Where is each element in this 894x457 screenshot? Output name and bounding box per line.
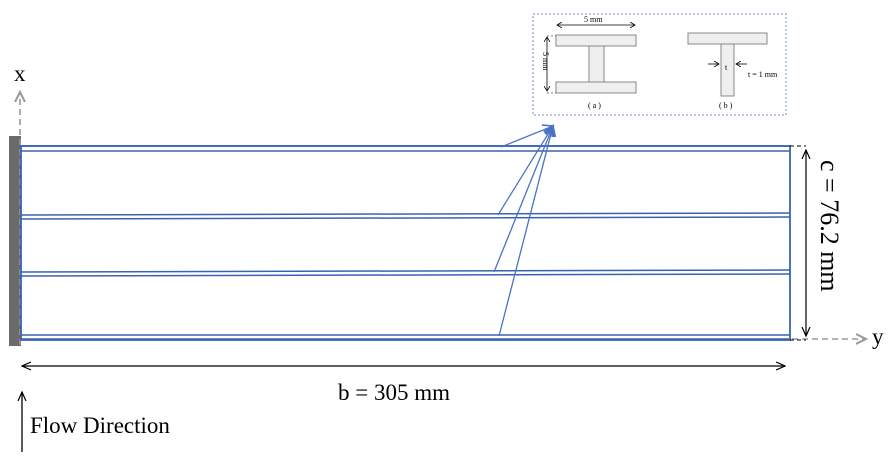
cross-section-inset: 5 mm 5 mm ( a ) t t = 1 mm ( b ) bbox=[532, 13, 787, 116]
stringer-3 bbox=[20, 269, 791, 277]
caption-a: ( a ) bbox=[588, 101, 601, 110]
width-dimension-label: b = 305 mm bbox=[338, 380, 450, 405]
height-label: 5 mm bbox=[541, 52, 550, 71]
panel-outline bbox=[20, 145, 791, 341]
leader-arrow-2 bbox=[497, 126, 553, 216]
leader-arrow-3 bbox=[493, 126, 553, 273]
t-section bbox=[687, 32, 768, 97]
stringer-4 bbox=[21, 334, 790, 340]
i-section bbox=[555, 34, 637, 94]
leader-arrows bbox=[493, 126, 553, 337]
y-axis-label: y bbox=[872, 324, 884, 349]
inset-border bbox=[532, 13, 787, 116]
thickness-value: t = 1 mm bbox=[748, 70, 778, 79]
height-dimension-label: c = 76.2 mm bbox=[815, 160, 844, 292]
thickness-symbol: t bbox=[725, 63, 728, 72]
width-label: 5 mm bbox=[584, 15, 603, 24]
stringer-2 bbox=[20, 212, 791, 220]
caption-b: ( b ) bbox=[719, 101, 733, 110]
height-dimension bbox=[790, 145, 806, 341]
stringer-1 bbox=[21, 145, 790, 152]
clamped-wall bbox=[9, 136, 21, 346]
flow-direction-label: Flow Direction bbox=[30, 413, 170, 438]
x-axis-label: x bbox=[14, 61, 26, 86]
leader-arrow-4 bbox=[498, 126, 553, 337]
